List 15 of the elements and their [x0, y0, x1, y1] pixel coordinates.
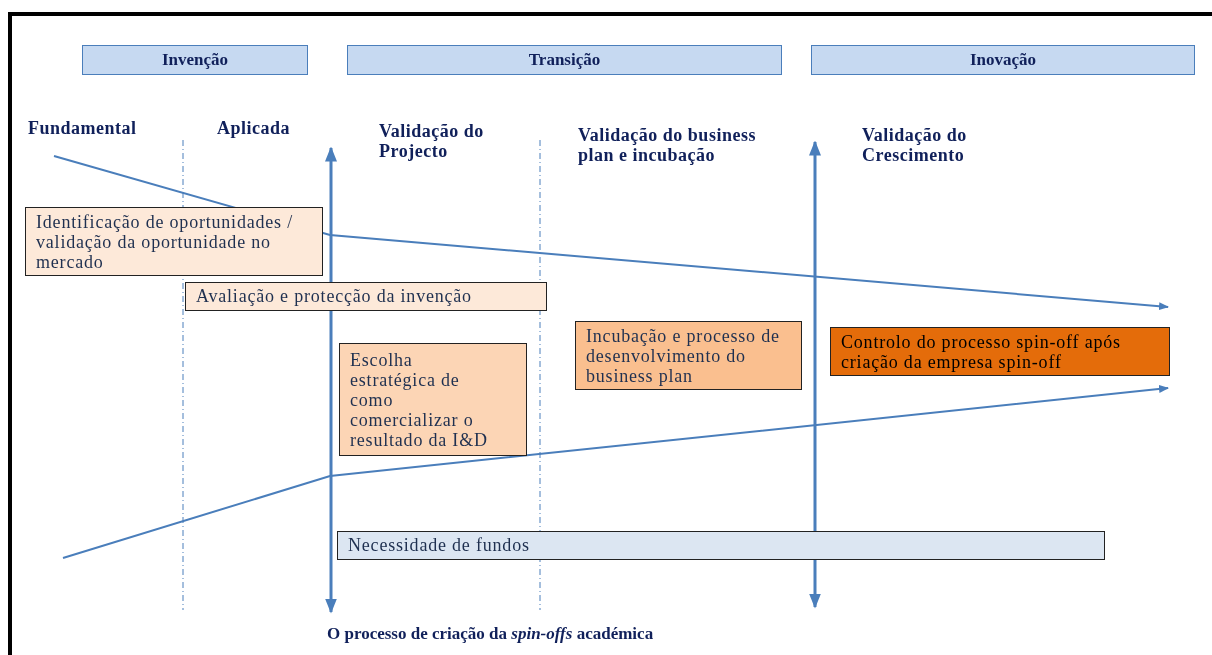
process-box: Avaliação e protecção da invenção	[185, 282, 547, 311]
process-box: Controlo do processo spin-off após criação da empresa spin-off	[830, 327, 1170, 376]
stage-label: Aplicada	[217, 118, 291, 138]
stage-label: Validação do Projecto	[379, 121, 485, 161]
stage-label: Validação do business plan e incubação	[578, 125, 757, 165]
process-box: Escolha estratégica de como comercializar o resultado da I&D	[339, 343, 527, 456]
process-box: Incubação e processo de desenvolvimento do business plan	[575, 321, 802, 390]
phase-header: Invenção	[82, 45, 308, 75]
caption: O processo de criação da spin-offs académica	[327, 624, 654, 644]
funding-bar: Necessidade de fundos	[337, 531, 1105, 560]
phase-header: Inovação	[811, 45, 1195, 75]
process-box: Identificação de oportunidades / validação da oportunidade no mercado	[25, 207, 323, 276]
phase-header: Transição	[347, 45, 782, 75]
stage-label: Validação do Crescimento	[862, 125, 968, 165]
stage-label: Fundamental	[28, 118, 138, 138]
